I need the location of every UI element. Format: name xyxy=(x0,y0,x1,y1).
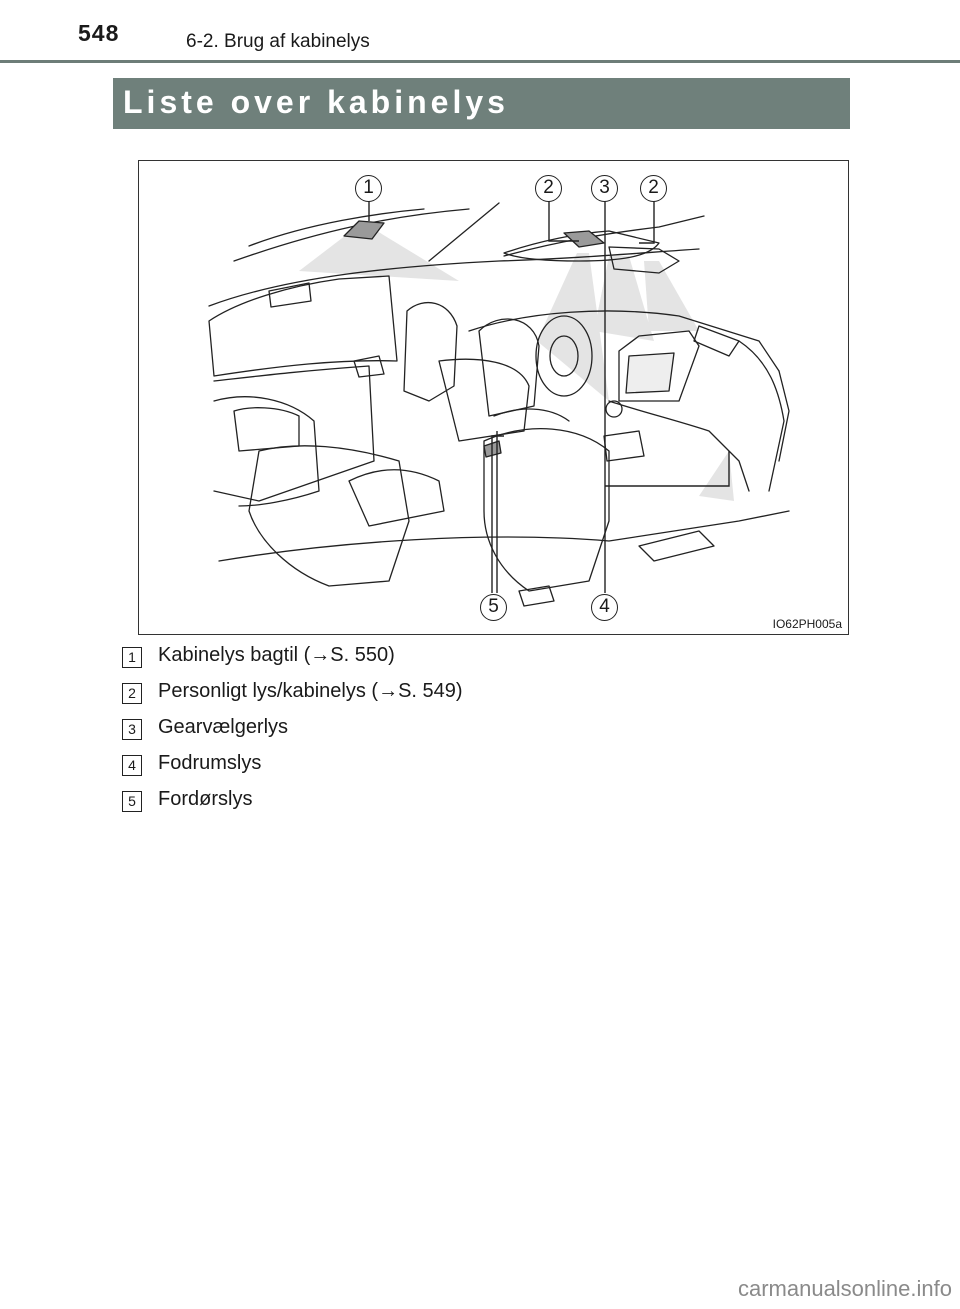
legend-text: Personligt lys/kabinelys (→S. 549) xyxy=(158,680,463,702)
callout-personal-light-right: 2 xyxy=(640,175,667,202)
callout-footwell-light: 4 xyxy=(591,594,618,621)
callout-rear-cabin-light: 1 xyxy=(355,175,382,202)
legend-item: 5 Fordørslys xyxy=(122,788,842,824)
callout-personal-light-left: 2 xyxy=(535,175,562,202)
legend-text: Kabinelys bagtil (→S. 550) xyxy=(158,644,395,666)
car-interior-figure: 1 2 3 2 5 4 IO62PH005a xyxy=(138,160,849,635)
section-path: 6-2. Brug af kabinelys xyxy=(186,31,370,52)
page-number: 548 xyxy=(78,20,120,46)
header-rule xyxy=(0,60,960,63)
legend-number: 5 xyxy=(122,791,142,812)
legend-number: 3 xyxy=(122,719,142,740)
car-interior-illustration xyxy=(208,201,790,607)
legend-item: 2 Personligt lys/kabinelys (→S. 549) xyxy=(122,680,842,716)
callout-front-door-light: 5 xyxy=(480,594,507,621)
callout-shift-lever-light: 3 xyxy=(591,175,618,202)
legend-item: 4 Fodrumslys xyxy=(122,752,842,788)
title-banner: Liste over kabinelys xyxy=(113,78,850,129)
page-title: Liste over kabinelys xyxy=(123,84,509,120)
legend-number: 1 xyxy=(122,647,142,668)
legend-item: 3 Gearvælgerlys xyxy=(122,716,842,752)
footer-watermark: carmanualsonline.info xyxy=(737,1276,952,1301)
legend-number: 4 xyxy=(122,755,142,776)
legend-text: Fordørslys xyxy=(158,788,253,810)
legend-item: 1 Kabinelys bagtil (→S. 550) xyxy=(122,644,842,680)
legend-number: 2 xyxy=(122,683,142,704)
legend-text: Gearvælgerlys xyxy=(158,716,289,738)
legend-text: Fodrumslys xyxy=(158,752,262,774)
legend-list: 1 Kabinelys bagtil (→S. 550) 2 Personlig… xyxy=(122,644,842,824)
figure-code: IO62PH005a xyxy=(770,617,844,631)
